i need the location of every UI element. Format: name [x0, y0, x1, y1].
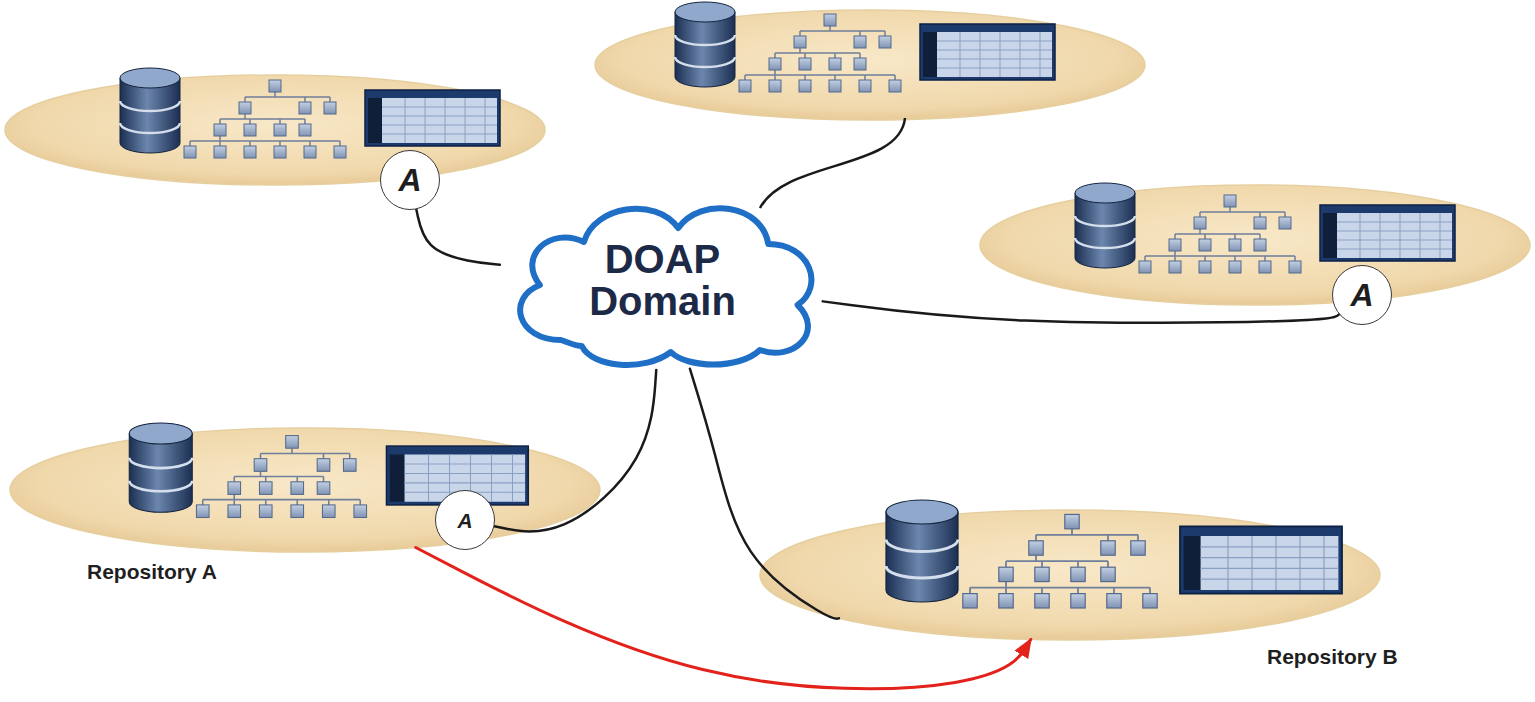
- repository-icons: [120, 68, 500, 158]
- repository-plate: Repository B: [760, 510, 1380, 640]
- adapter-letter: A: [455, 510, 474, 531]
- domain-title: DOAP Domain: [568, 238, 758, 322]
- repository-plate: Repository AA: [10, 428, 600, 552]
- adapter-circle: A: [435, 490, 495, 550]
- repository-icons: [675, 2, 1055, 92]
- adapter-circle: A: [1332, 265, 1392, 325]
- adapter-letter: A: [398, 164, 421, 196]
- link-wire: [416, 209, 500, 264]
- link-wire: [760, 118, 905, 208]
- link-wire: [690, 369, 839, 619]
- domain-cloud: DOAP Domain: [498, 190, 828, 370]
- link-wire: [823, 301, 1339, 322]
- repository-icons: [1075, 183, 1455, 273]
- repository-icons: [886, 500, 1342, 608]
- repository-label: Repository A: [85, 560, 219, 584]
- repository-plates: [5, 10, 1530, 640]
- transfer-arrow: [416, 547, 1031, 688]
- link-wire: [494, 370, 656, 531]
- repository-label: Repository B: [1265, 645, 1400, 669]
- adapter-circle: A: [380, 150, 440, 210]
- adapter-letter: A: [1350, 279, 1373, 311]
